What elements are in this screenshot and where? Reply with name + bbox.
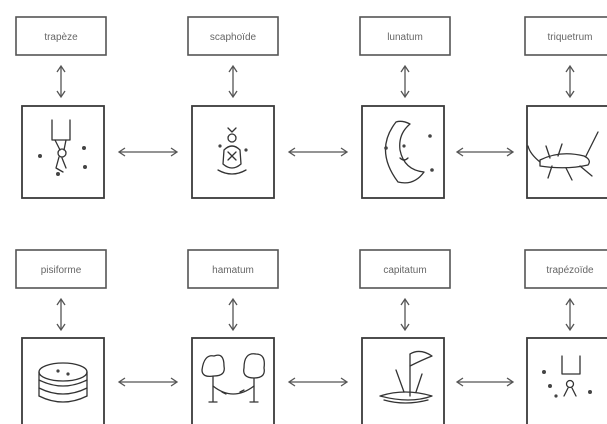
vertical-arrow-6 bbox=[228, 297, 238, 332]
label-box-lunatum: lunatum bbox=[359, 16, 451, 56]
label-box-hamatum: hamatum bbox=[187, 249, 279, 289]
picture-frame-triquetrum bbox=[526, 105, 607, 199]
picture-frame-hamatum bbox=[191, 337, 275, 424]
label-hamatum: hamatum bbox=[212, 265, 254, 276]
vertical-arrow-8 bbox=[565, 297, 575, 332]
trapeze-small-sketch-icon bbox=[542, 355, 592, 398]
scaphoid-sketch-icon bbox=[217, 127, 248, 175]
cricket-sketch-icon bbox=[527, 131, 599, 181]
horizontal-arrow-4 bbox=[117, 377, 179, 387]
flag-island-sketch-icon bbox=[379, 350, 433, 404]
picture-frame-trapezoide bbox=[526, 337, 607, 424]
label-trapeze: trapèze bbox=[44, 32, 78, 43]
horizontal-arrow-5 bbox=[287, 377, 349, 387]
label-capitatum: capitatum bbox=[383, 265, 426, 276]
vertical-arrow-4 bbox=[565, 64, 575, 99]
horizontal-arrow-1 bbox=[117, 147, 179, 157]
picture-frame-scaphoide bbox=[191, 105, 275, 199]
vertical-arrow-2 bbox=[228, 64, 238, 99]
label-pisiforme: pisiforme bbox=[41, 265, 82, 276]
vertical-arrow-1 bbox=[56, 64, 66, 99]
vertical-arrow-3 bbox=[400, 64, 410, 99]
label-box-trapeze: trapèze bbox=[15, 16, 107, 56]
stacked-coins-sketch-icon bbox=[38, 362, 88, 403]
label-box-scaphoide: scaphoïde bbox=[187, 16, 279, 56]
label-lunatum: lunatum bbox=[387, 32, 423, 43]
horizontal-arrow-2 bbox=[287, 147, 349, 157]
horizontal-arrow-3 bbox=[455, 147, 515, 157]
label-box-capitatum: capitatum bbox=[359, 249, 451, 289]
picture-frame-lunatum bbox=[361, 105, 445, 199]
vertical-arrow-5 bbox=[56, 297, 66, 332]
label-box-triquetrum: triquetrum bbox=[524, 16, 607, 56]
label-box-pisiforme: pisiforme bbox=[15, 249, 107, 289]
picture-frame-trapeze bbox=[21, 105, 105, 199]
label-triquetrum: triquetrum bbox=[547, 32, 592, 43]
vertical-arrow-7 bbox=[400, 297, 410, 332]
label-trapezoide: trapézoïde bbox=[546, 265, 594, 276]
label-scaphoide: scaphoïde bbox=[210, 32, 257, 43]
hammock-trees-sketch-icon bbox=[201, 353, 265, 403]
horizontal-arrow-6 bbox=[455, 377, 515, 387]
trapeze-sketch-icon bbox=[38, 119, 87, 176]
picture-frame-capitatum bbox=[361, 337, 445, 424]
label-box-trapezoide: trapézoïde bbox=[524, 249, 607, 289]
crescent-moon-sketch-icon bbox=[384, 120, 434, 184]
